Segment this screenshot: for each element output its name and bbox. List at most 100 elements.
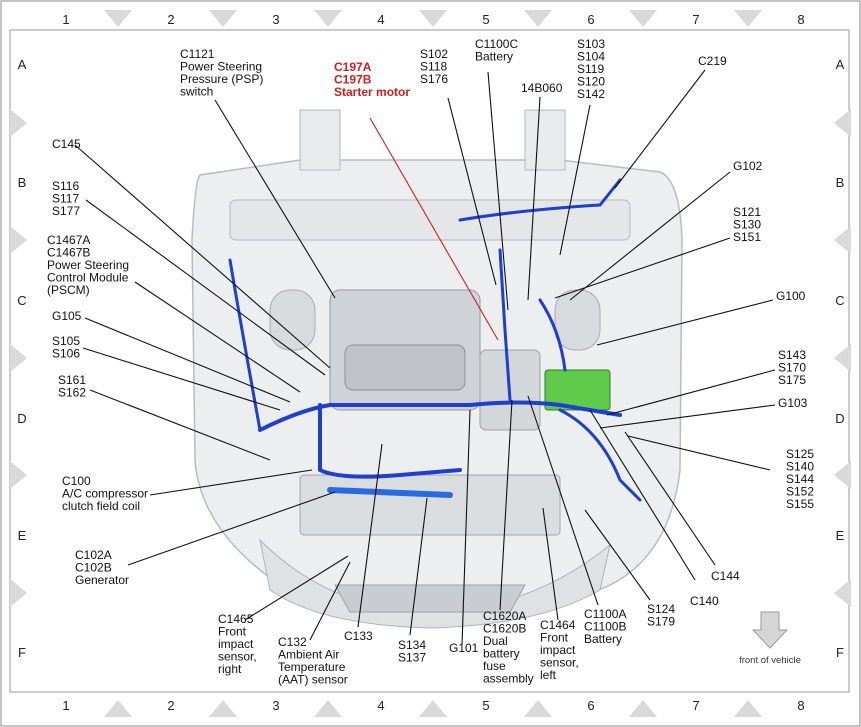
callout-line: G102	[733, 159, 763, 173]
callout-line: (AAT) sensor	[278, 673, 348, 687]
col-label-bottom-8: 8	[797, 698, 804, 713]
leader-lines	[74, 69, 776, 646]
callout-line: S161	[58, 373, 86, 387]
row-label-left-b: B	[18, 175, 27, 190]
intake-manifold	[344, 344, 466, 391]
callout-line: S119	[577, 62, 604, 76]
callout-line: S155	[786, 497, 814, 511]
row-label-right-d: D	[835, 411, 844, 426]
row-label-left-c: C	[17, 293, 26, 308]
grid-marker-bottom-6	[629, 700, 657, 717]
col-label-bottom-2: 2	[167, 698, 174, 713]
callout-c140: C140	[690, 594, 719, 608]
grid-marker-left-1	[10, 109, 27, 137]
row-label-left-e: E	[18, 528, 27, 543]
col-label-top-1: 1	[62, 12, 69, 27]
callout-line: S117	[52, 192, 79, 206]
grid-marker-right-4	[834, 461, 851, 489]
callout-line: Pressure (PSP)	[180, 72, 263, 86]
col-label-bottom-5: 5	[482, 698, 489, 713]
col-label-bottom-3: 3	[272, 698, 279, 713]
callout-line: left	[540, 668, 557, 682]
callout-line: sensor,	[218, 650, 257, 664]
callout-line: C197A	[334, 60, 372, 74]
grid-marker-top-2	[209, 10, 237, 27]
callout-line: C132	[278, 635, 307, 649]
front-of-vehicle-indicator: front of vehicle	[739, 611, 801, 666]
callout-line: C1100B	[584, 620, 626, 634]
harness-left	[228, 258, 262, 432]
callout-g105: G105	[52, 309, 82, 323]
callout-g102: G102	[733, 159, 763, 173]
grid-marker-left-4	[10, 461, 27, 489]
col-label-top-4: 4	[377, 12, 384, 27]
callout-line: C1620B	[483, 622, 526, 636]
callout-line: S151	[733, 230, 761, 244]
callout-line: Generator	[75, 573, 129, 587]
callout-line: S105	[52, 334, 80, 348]
callout-line: S120	[577, 75, 605, 89]
row-label-left-f: F	[18, 645, 26, 660]
callout-line: assembly	[483, 672, 534, 686]
callout-line: S179	[647, 615, 675, 629]
callout-line: A/C compressor	[62, 487, 148, 501]
callout-line: C100	[62, 474, 91, 488]
grid-marker-top-4	[419, 10, 447, 27]
callout-c145: C145	[52, 137, 81, 151]
callout-line: C144	[711, 569, 740, 583]
row-label-left-a: A	[18, 57, 27, 72]
callout-line: C145	[52, 137, 81, 151]
callout-line: S175	[778, 373, 806, 387]
callout-line: Ambient Air	[278, 648, 339, 662]
callout-line: C1464	[540, 618, 576, 632]
callout-line: G101	[449, 641, 479, 655]
callout-line: S103	[577, 37, 605, 51]
callout-line: battery	[483, 647, 520, 661]
callout-line: S125	[786, 447, 814, 461]
col-label-top-5: 5	[482, 12, 489, 27]
grid-marker-bottom-7	[734, 700, 762, 717]
col-label-top-2: 2	[167, 12, 174, 27]
callout-line: S142	[577, 87, 605, 101]
callout-line: C1465	[218, 612, 254, 626]
grid-marker-right-5	[834, 579, 851, 607]
callout-c133: C133	[344, 629, 373, 643]
callout-line: Front	[218, 625, 247, 639]
grid-marker-right-1	[834, 109, 851, 137]
callout-line: Control Module	[47, 271, 129, 285]
row-label-right-e: E	[836, 528, 845, 543]
callout-line: S116	[52, 179, 79, 193]
callout-line: G100	[776, 289, 806, 303]
grid-markers	[10, 10, 851, 717]
front-of-vehicle-label: front of vehicle	[739, 655, 801, 666]
grid-marker-left-5	[10, 579, 27, 607]
callout-line: C133	[344, 629, 373, 643]
grid-marker-top-1	[104, 10, 132, 27]
grid-marker-top-7	[734, 10, 762, 27]
fuse-box	[544, 369, 611, 411]
grid-marker-bottom-2	[209, 700, 237, 717]
col-label-bottom-6: 6	[587, 698, 594, 713]
row-label-left-d: D	[17, 411, 26, 426]
callout-line: Front	[540, 631, 569, 645]
grid-marker-bottom-3	[314, 700, 342, 717]
harness-right	[558, 408, 642, 502]
callout-line: S118	[420, 60, 447, 74]
col-label-bottom-7: 7	[692, 698, 699, 713]
radiator	[299, 474, 561, 536]
callout-line: S104	[577, 50, 605, 64]
grid-labels: 1 2 3 4 5 6 7 8 1 2 3 4 5 6 7 8 A B C D …	[17, 12, 844, 713]
row-label-right-c: C	[835, 293, 844, 308]
callout-line: S162	[58, 386, 86, 400]
callout-line: S124	[647, 602, 675, 616]
